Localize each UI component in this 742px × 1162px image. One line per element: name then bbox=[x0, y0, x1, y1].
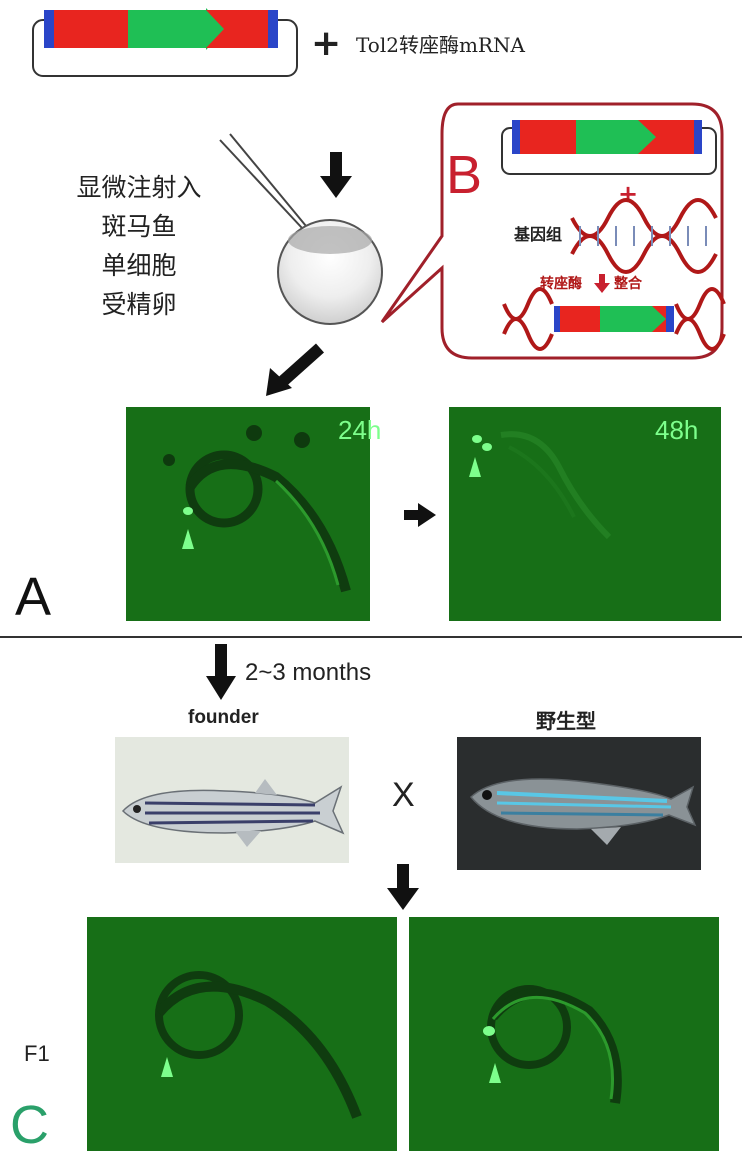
zebrafish-illustration bbox=[121, 779, 345, 847]
time-label-48h: 48h bbox=[655, 415, 699, 445]
integrate-label: 整合 bbox=[614, 276, 642, 292]
arrow-diagonal-icon bbox=[266, 343, 325, 396]
time-elapsed-label: 2~3 months bbox=[245, 659, 372, 686]
arrow-down-icon bbox=[206, 644, 236, 700]
founder-label: founder bbox=[188, 707, 259, 728]
injection-text: 显微注射入 斑马鱼 单细胞 受精卵 bbox=[54, 168, 224, 324]
injection-line: 斑马鱼 bbox=[101, 212, 177, 241]
f1-fluorescence-image-left bbox=[87, 917, 397, 1151]
section-divider bbox=[0, 636, 742, 638]
founder-fish-photo bbox=[115, 737, 349, 863]
plasmid-construct bbox=[32, 8, 298, 77]
panel-letter-b: B bbox=[446, 145, 483, 205]
plasmid-small bbox=[501, 120, 717, 175]
transposase-label: 转座酶 bbox=[540, 276, 582, 292]
arrow-down-icon bbox=[387, 864, 419, 910]
cross-symbol: X bbox=[392, 776, 415, 814]
dna-helix-icon bbox=[570, 198, 718, 274]
f1-fluorescence-image-right bbox=[409, 917, 719, 1151]
wild-type-fish-photo bbox=[457, 737, 701, 870]
injection-line: 显微注射入 bbox=[76, 173, 202, 202]
injection-line: 单细胞 bbox=[101, 251, 177, 280]
arrow-down-icon bbox=[320, 152, 352, 198]
arrow-right-icon bbox=[404, 503, 436, 527]
top-label: Tol2转座酶mRNA bbox=[356, 33, 525, 57]
callout-panel-b bbox=[380, 102, 724, 360]
panel-letter-a: A bbox=[15, 567, 52, 627]
panel-letter-c: C bbox=[10, 1095, 49, 1155]
fluorescence-image-48h: 48h bbox=[449, 407, 721, 621]
fluorescence-image-24h: 24h bbox=[126, 407, 381, 621]
needle-egg-illustration bbox=[219, 133, 383, 325]
genome-label: 基因组 bbox=[514, 225, 563, 244]
plus-sign: + bbox=[311, 23, 342, 64]
time-label-24h: 24h bbox=[338, 415, 382, 445]
integrated-construct bbox=[502, 287, 726, 351]
zebrafish-illustration bbox=[469, 778, 697, 845]
injection-line: 受精卵 bbox=[101, 290, 177, 319]
embryo-f1-illustration bbox=[155, 971, 362, 1119]
wild-type-label: 野生型 bbox=[536, 709, 596, 733]
arrow-down-small-icon bbox=[594, 274, 610, 293]
generation-label: F1 bbox=[24, 1041, 50, 1066]
embryo-24h-illustration bbox=[163, 425, 351, 593]
embryo-f1-illustration bbox=[483, 985, 622, 1104]
embryo-48h-illustration bbox=[469, 431, 612, 540]
